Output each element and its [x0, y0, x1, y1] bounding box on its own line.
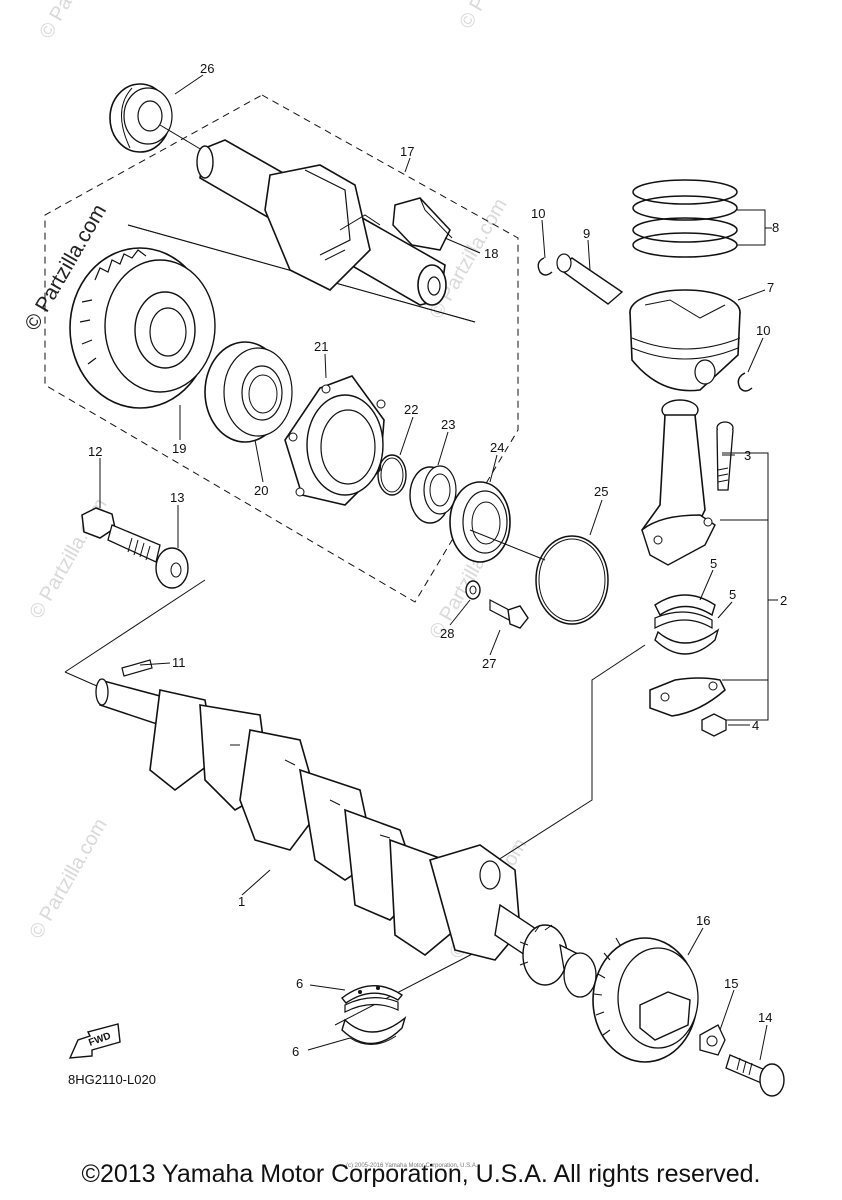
- balancer-gear-part-19[interactable]: [69, 247, 216, 409]
- callout-3[interactable]: 3: [744, 448, 751, 463]
- bolt-part-12[interactable]: [81, 507, 161, 563]
- watermark: © Partzilla.com: [35, 0, 121, 43]
- oil-seal-part-24[interactable]: [449, 481, 511, 563]
- o-ring-part-25[interactable]: [535, 535, 609, 625]
- lock-washer-part-15[interactable]: [699, 1024, 726, 1056]
- con-rod-bolt-part-3[interactable]: [716, 421, 734, 491]
- balancer-shaft-part-17[interactable]: [196, 139, 447, 306]
- callout-4[interactable]: 4: [752, 718, 759, 733]
- circlip-part-10[interactable]: [737, 372, 753, 392]
- callout-22[interactable]: 22: [404, 402, 418, 417]
- con-rod-bearing-part-5[interactable]: [654, 594, 720, 655]
- callout-28[interactable]: 28: [440, 626, 454, 641]
- callout-25[interactable]: 25: [594, 484, 608, 499]
- callout-26[interactable]: 26: [200, 61, 214, 76]
- bearing-housing-part-21[interactable]: [284, 375, 386, 506]
- callout-5[interactable]: 5: [729, 587, 736, 602]
- circlip-part-10[interactable]: [537, 257, 553, 276]
- callout-2[interactable]: 2: [780, 593, 787, 608]
- callout-9[interactable]: 9: [583, 226, 590, 241]
- collar-part-23[interactable]: [409, 465, 457, 524]
- crankshaft-part-1[interactable]: [95, 678, 597, 998]
- bearing-part-6[interactable]: [341, 985, 404, 1013]
- leader-lines: [99, 74, 768, 1061]
- piston-pin-part-9[interactable]: [556, 253, 624, 305]
- key-part-11[interactable]: [121, 659, 153, 677]
- bearing-part-26[interactable]: [109, 83, 173, 153]
- o-ring-part-22[interactable]: [377, 454, 407, 496]
- washer-part-13[interactable]: [155, 547, 189, 589]
- bearing-part-20[interactable]: [204, 341, 293, 443]
- con-rod-nut-part-4[interactable]: [701, 713, 727, 737]
- callout-20[interactable]: 20: [254, 483, 268, 498]
- callout-14[interactable]: 14: [758, 1010, 772, 1025]
- callout-8[interactable]: 8: [772, 220, 779, 235]
- bearing-part-6[interactable]: [341, 1016, 407, 1045]
- washer-part-28[interactable]: [465, 580, 481, 600]
- forward-arrow-icon: FWD: [68, 1023, 121, 1059]
- guide-line: [334, 949, 481, 1026]
- watermark: © Partzilla.com: [25, 815, 111, 943]
- callout-5[interactable]: 5: [710, 556, 717, 571]
- piston-part-7[interactable]: [629, 289, 741, 392]
- diagram-code: 8HG2110-L020: [68, 1072, 156, 1087]
- balancer-assembly-boundary: [44, 94, 519, 603]
- callout-19[interactable]: 19: [172, 441, 186, 456]
- connecting-rod-part-2[interactable]: [641, 399, 716, 566]
- callout-16[interactable]: 16: [696, 913, 710, 928]
- callout-23[interactable]: 23: [441, 417, 455, 432]
- callout-10[interactable]: 10: [756, 323, 770, 338]
- bolt-part-27[interactable]: [489, 599, 529, 629]
- balancer-weight-part-18[interactable]: [392, 197, 453, 251]
- callout-12[interactable]: 12: [88, 444, 102, 459]
- callout-24[interactable]: 24: [490, 440, 504, 455]
- bracket-lines: [720, 452, 778, 721]
- con-rod-cap[interactable]: [649, 677, 726, 717]
- callout-6[interactable]: 6: [296, 976, 303, 991]
- bolt-part-14[interactable]: [725, 1054, 785, 1097]
- guide-line: [497, 644, 646, 861]
- callout-15[interactable]: 15: [724, 976, 738, 991]
- callout-labels: 1 2 3 4 5 5 6 6 7 8 9 10 10 11 12 13 14 …: [88, 61, 787, 1059]
- copyright-notice: ©2013 Yamaha Motor Corporation, U.S.A. A…: [81, 1160, 761, 1188]
- watermark: © Partzilla.com: [455, 0, 541, 33]
- primary-drive-gear-part-16[interactable]: [592, 937, 699, 1063]
- callout-18[interactable]: 18: [484, 246, 498, 261]
- callout-27[interactable]: 27: [482, 656, 496, 671]
- guide-line: [64, 579, 206, 706]
- callout-1[interactable]: 1: [238, 894, 245, 909]
- callout-6[interactable]: 6: [292, 1044, 299, 1059]
- callout-21[interactable]: 21: [314, 339, 328, 354]
- callout-7[interactable]: 7: [767, 280, 774, 295]
- callout-11[interactable]: 11: [172, 655, 186, 670]
- callout-17[interactable]: 17: [400, 144, 414, 159]
- callout-13[interactable]: 13: [170, 490, 184, 505]
- callout-10[interactable]: 10: [531, 206, 545, 221]
- small-copyright: (c) 2005-2016 Yamaha Motor Corporation, …: [346, 1163, 478, 1169]
- piston-ring-set-part-8[interactable]: [632, 179, 738, 258]
